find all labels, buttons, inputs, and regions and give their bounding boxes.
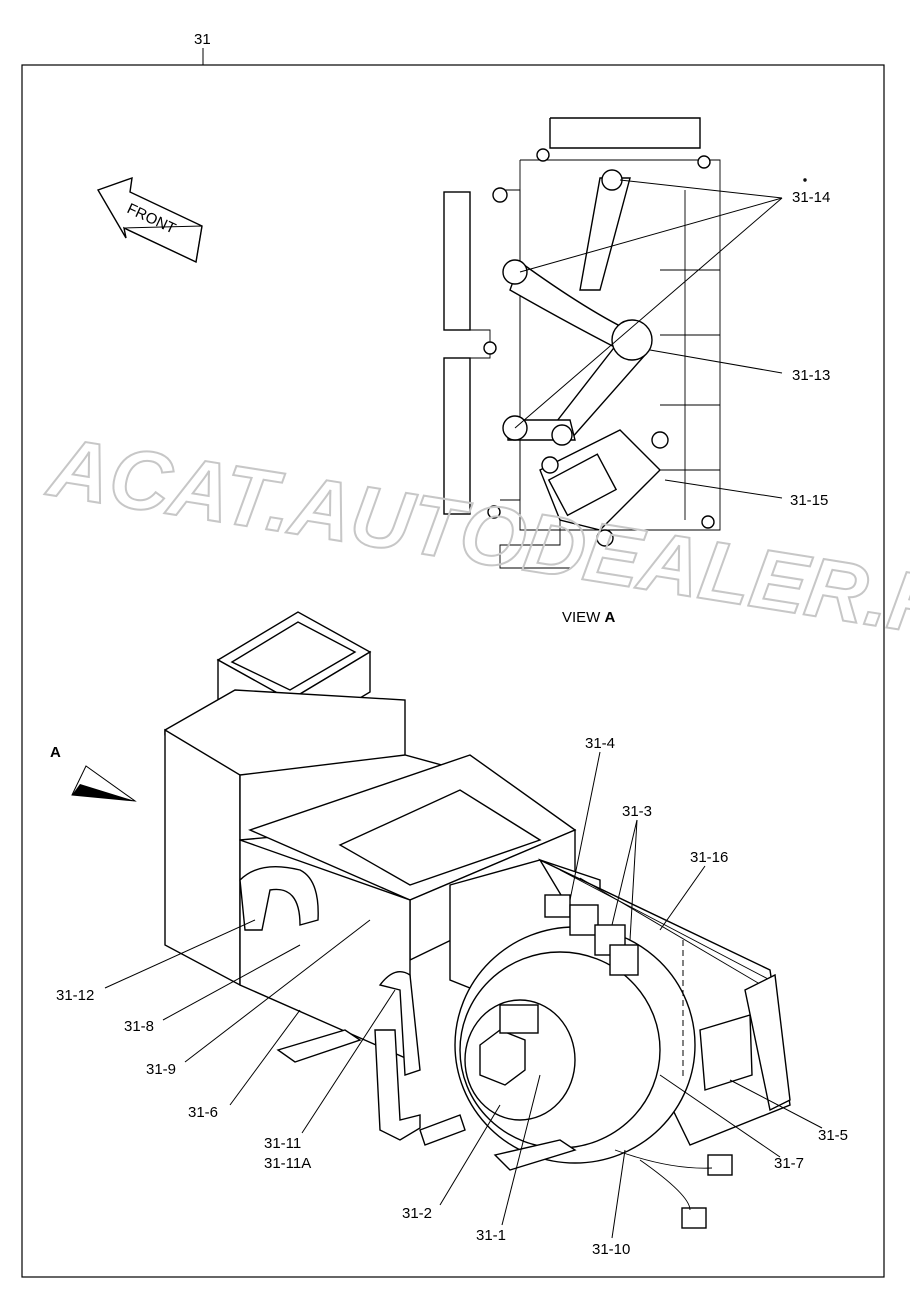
diagram-frame [21, 64, 885, 1278]
leader-lines [104, 179, 823, 1239]
view-a-caption: VIEW A [562, 609, 616, 626]
callout-31-12: 31-12 [56, 987, 94, 1004]
callout-31-10: 31-10 [592, 1241, 630, 1258]
view-a-detail [443, 117, 807, 569]
callout-labels: 31-14 31-13 31-15 31-4 31-3 31-16 31-12 … [56, 189, 848, 1258]
callout-31-6: 31-6 [188, 1104, 218, 1121]
arrow-a-label: A [50, 744, 61, 761]
view-a-letter: A [605, 609, 616, 626]
callout-31-8: 31-8 [124, 1018, 154, 1035]
callout-31-3: 31-3 [622, 803, 652, 820]
callout-31-5: 31-5 [818, 1127, 848, 1144]
front-arrow-icon: FRONT [96, 176, 203, 264]
callout-31-2: 31-2 [402, 1205, 432, 1222]
view-a-prefix: VIEW [562, 609, 605, 626]
callout-31-11: 31-11 [264, 1135, 301, 1152]
callout-31-9: 31-9 [146, 1061, 176, 1078]
assembly-label: 31 [194, 31, 211, 48]
callout-31-16: 31-16 [690, 849, 728, 866]
callout-31-14: 31-14 [792, 189, 830, 206]
svg-text:ACAT.AUTODEALER.RU: ACAT.AUTODEALER.RU [41, 419, 910, 664]
view-direction-arrow-icon: A [50, 744, 137, 802]
callout-31-1: 31-1 [476, 1227, 506, 1244]
callout-31-13: 31-13 [792, 367, 830, 384]
heater-unit-drawing [164, 611, 791, 1229]
callout-31-15: 31-15 [790, 492, 828, 509]
watermark: ACAT.AUTODEALER.RU [40, 418, 910, 665]
callout-31-4: 31-4 [585, 735, 615, 752]
callout-31-11a: 31-11A [264, 1155, 311, 1172]
callout-31-7: 31-7 [774, 1155, 804, 1172]
